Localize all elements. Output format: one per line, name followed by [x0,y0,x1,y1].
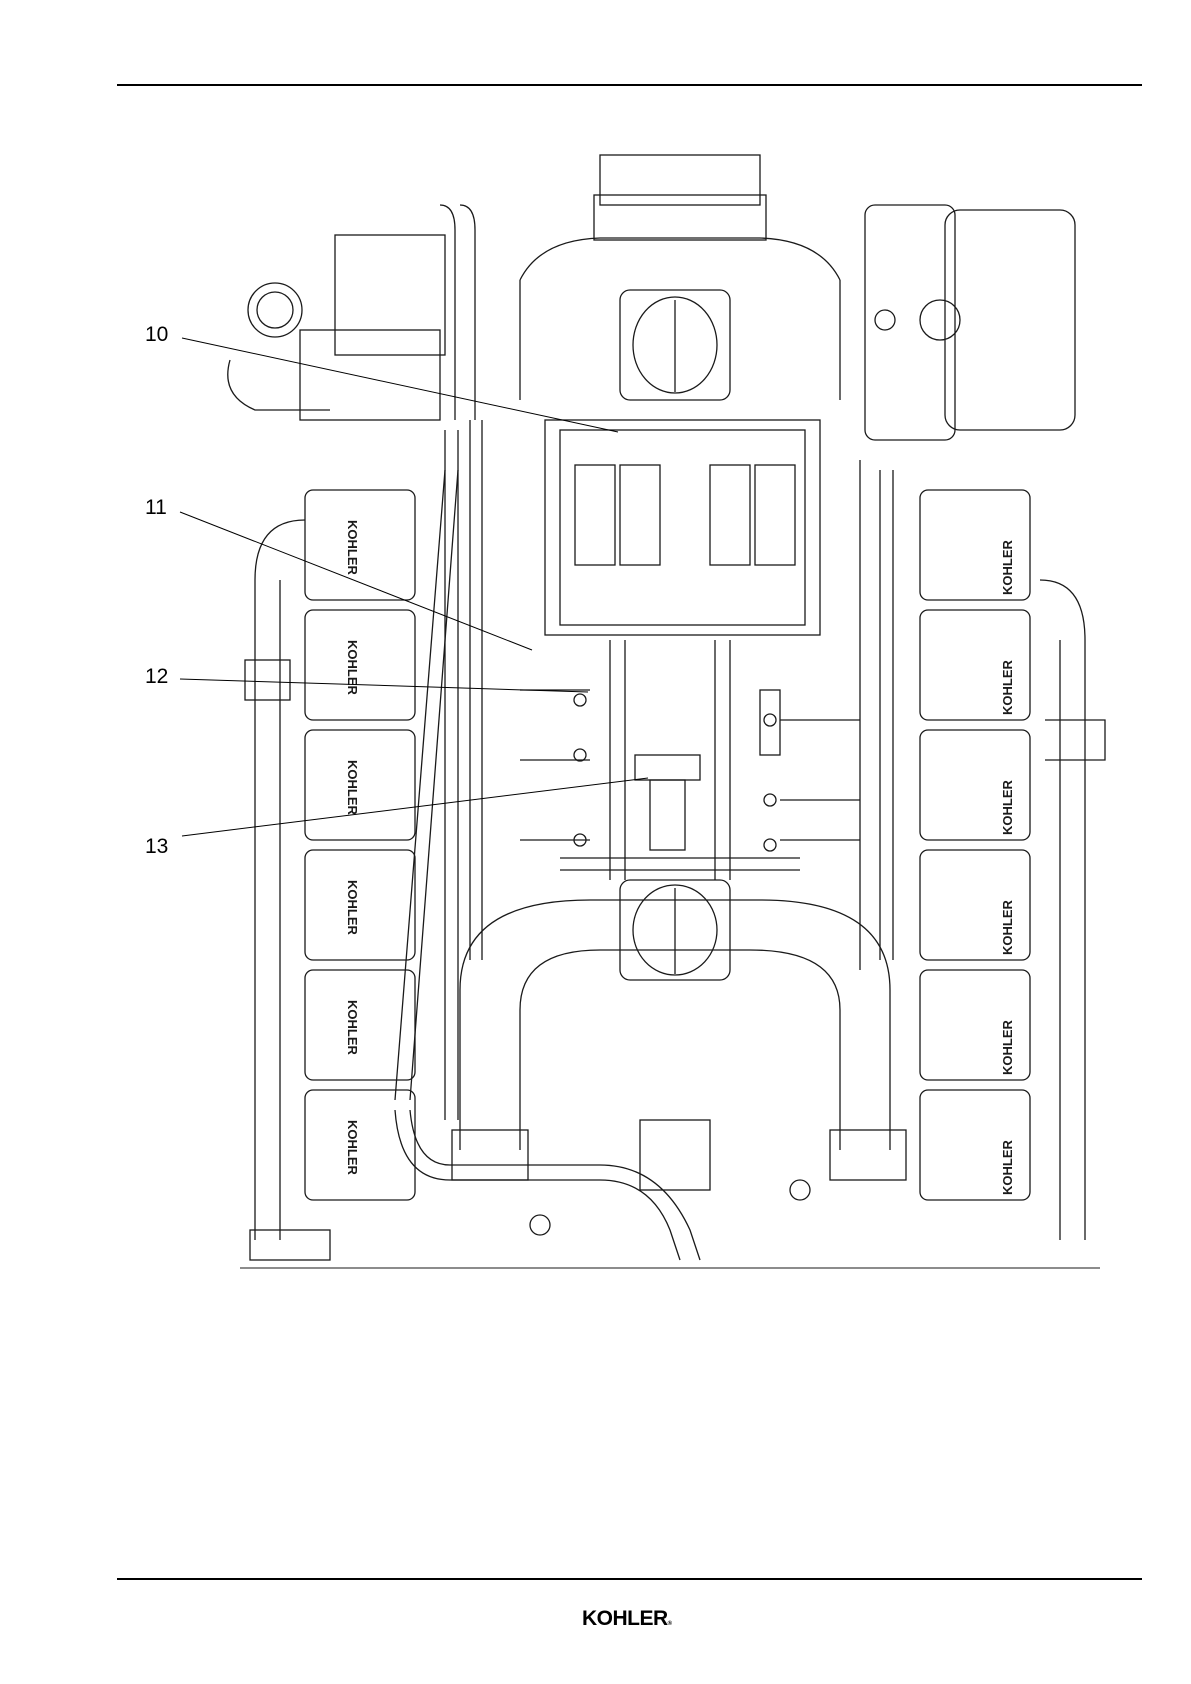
cylinder-heads-right [920,490,1030,1200]
throttle-body-bottom [620,880,730,980]
top-intake-housing [520,155,840,400]
head-brand-text: KOHLER [1000,780,1015,836]
leader-12 [180,679,588,692]
cylinder-heads-left [305,490,415,1200]
callout-10: 10 [145,324,168,345]
fuel-rails-vertical [395,205,893,1120]
head-brand-text: KOHLER [345,880,360,936]
callout-leaders [180,338,648,836]
head-brand-text: KOHLER [1000,540,1015,596]
central-injector-lines [520,640,860,880]
head-brand-text: KOHLER [1000,1140,1015,1196]
head-brand-text: KOHLER [1000,660,1015,716]
turbocharger-right [865,205,1075,440]
registered-mark: ® [668,1621,672,1627]
head-brand-text: KOHLER [1000,1020,1015,1076]
callout-13: 13 [145,836,168,857]
callout-12: 12 [145,666,168,687]
intake-elbow-left [228,235,445,420]
footer-rule [117,1578,1142,1580]
head-brand-text: KOHLER [345,640,360,696]
head-brand-text: KOHLER [1000,900,1015,956]
intake-u-manifold [452,900,906,1180]
head-brand-text: KOHLER [345,1120,360,1176]
head-brand-text: KOHLER [345,1000,360,1056]
brand-text: KOHLER [582,1607,668,1630]
lower-crossover-pipe [395,1110,810,1260]
throttle-body-top [620,290,730,400]
central-control-module [545,420,820,635]
leader-10 [182,338,618,432]
head-brand-text: KOHLER [345,760,360,816]
head-brand-text: KOHLER [345,520,360,576]
kohler-logo: KOHLER® [582,1607,672,1631]
callout-11: 11 [145,497,167,518]
